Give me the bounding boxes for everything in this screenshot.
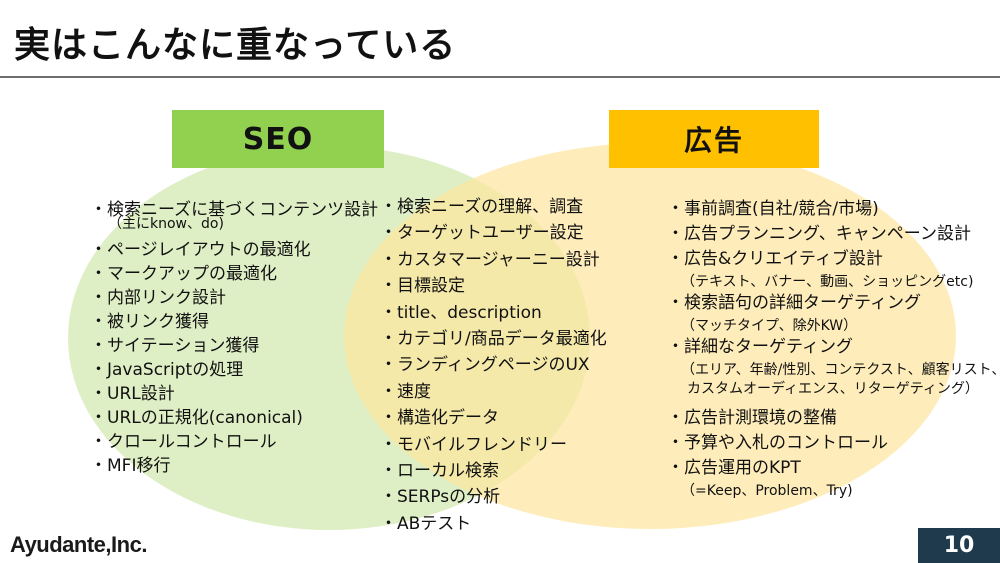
seo-item: ・URL設計 <box>90 384 175 404</box>
seo-item: ・サイテーション獲得 <box>90 336 260 356</box>
common-item: ・構造化データ <box>380 408 499 429</box>
common-item: ・カスタマージャーニー設計 <box>380 249 600 270</box>
company-logo: Ayudante,Inc. <box>10 532 147 557</box>
ad-item-note: カスタムオーディエンス、リターゲティング） <box>687 381 979 397</box>
slide-title: 実はこんなに重なっている <box>14 25 457 66</box>
ad-item: ・広告運用のKPT <box>667 458 801 478</box>
ad-item-note: （マッチタイプ、除外KW） <box>681 318 858 334</box>
seo-item: ・検索ニーズに基づくコンテンツ設計 <box>90 200 379 220</box>
ad-item: ・広告&クリエイティブ設計 <box>667 249 883 269</box>
seo-item-note: （主にknow、do) <box>108 216 224 232</box>
ad-item: ・広告計測環境の整備 <box>667 408 837 428</box>
common-item: ・ターゲットユーザー設定 <box>380 223 584 244</box>
common-item: ・カテゴリ/商品データ最適化 <box>380 328 607 349</box>
ad-item-note: （=Keep、Problem、Try) <box>681 483 853 499</box>
seo-item: ・JavaScriptの処理 <box>90 360 244 380</box>
common-item: ・目標設定 <box>380 276 465 297</box>
ad-item-note: （テキスト、バナー、動画、ショッピングetc) <box>681 274 974 290</box>
seo-item: ・被リンク獲得 <box>90 312 209 332</box>
title-divider <box>0 76 1000 78</box>
ad-item: ・予算や入札のコントロール <box>667 433 888 453</box>
common-item: ・ABテスト <box>380 513 472 534</box>
ad-circle <box>344 143 956 529</box>
common-item: ・SERPsの分析 <box>380 487 501 508</box>
ad-item-note: （エリア、年齢/性別、コンテクスト、顧客リスト、 <box>681 362 1000 378</box>
seo-item: ・内部リンク設計 <box>90 288 226 308</box>
seo-item: ・クロールコントロール <box>90 432 277 452</box>
seo-item: ・URLの正規化(canonical) <box>90 408 303 428</box>
seo-item: ・ページレイアウトの最適化 <box>90 240 311 260</box>
seo-item-list: ・検索ニーズに基づくコンテンツ設計 （主にknow、do) ・ページレイアウトの… <box>90 199 380 479</box>
common-item: ・ローカル検索 <box>380 460 499 481</box>
ad-item: ・詳細なターゲティング <box>667 337 853 357</box>
common-item: ・モバイルフレンドリー <box>380 434 567 455</box>
common-item-list: ・検索ニーズの理解、調査 ・ターゲットユーザー設定 ・カスタマージャーニー設計 … <box>380 196 630 539</box>
ad-item: ・検索語句の詳細ターゲティング <box>667 293 921 313</box>
common-item: ・検索ニーズの理解、調査 <box>380 197 584 217</box>
ad-label: 広告 <box>609 110 819 168</box>
ad-item: ・広告プランニング、キャンペーン設計 <box>667 224 971 244</box>
common-item: ・title、description <box>380 302 542 323</box>
common-item: ・速度 <box>380 381 431 402</box>
seo-label: SEO <box>172 110 384 168</box>
ad-item-list: ・事前調査(自社/競合/市場) ・広告プランニング、キャンペーン設計 ・広告&ク… <box>667 198 1000 501</box>
page-number-badge: 10 <box>918 528 1000 563</box>
seo-item: ・マークアップの最適化 <box>90 264 277 284</box>
ad-item: ・事前調査(自社/競合/市場) <box>667 199 879 219</box>
common-item: ・ランディングページのUX <box>380 355 590 376</box>
seo-item: ・MFI移行 <box>90 456 171 476</box>
